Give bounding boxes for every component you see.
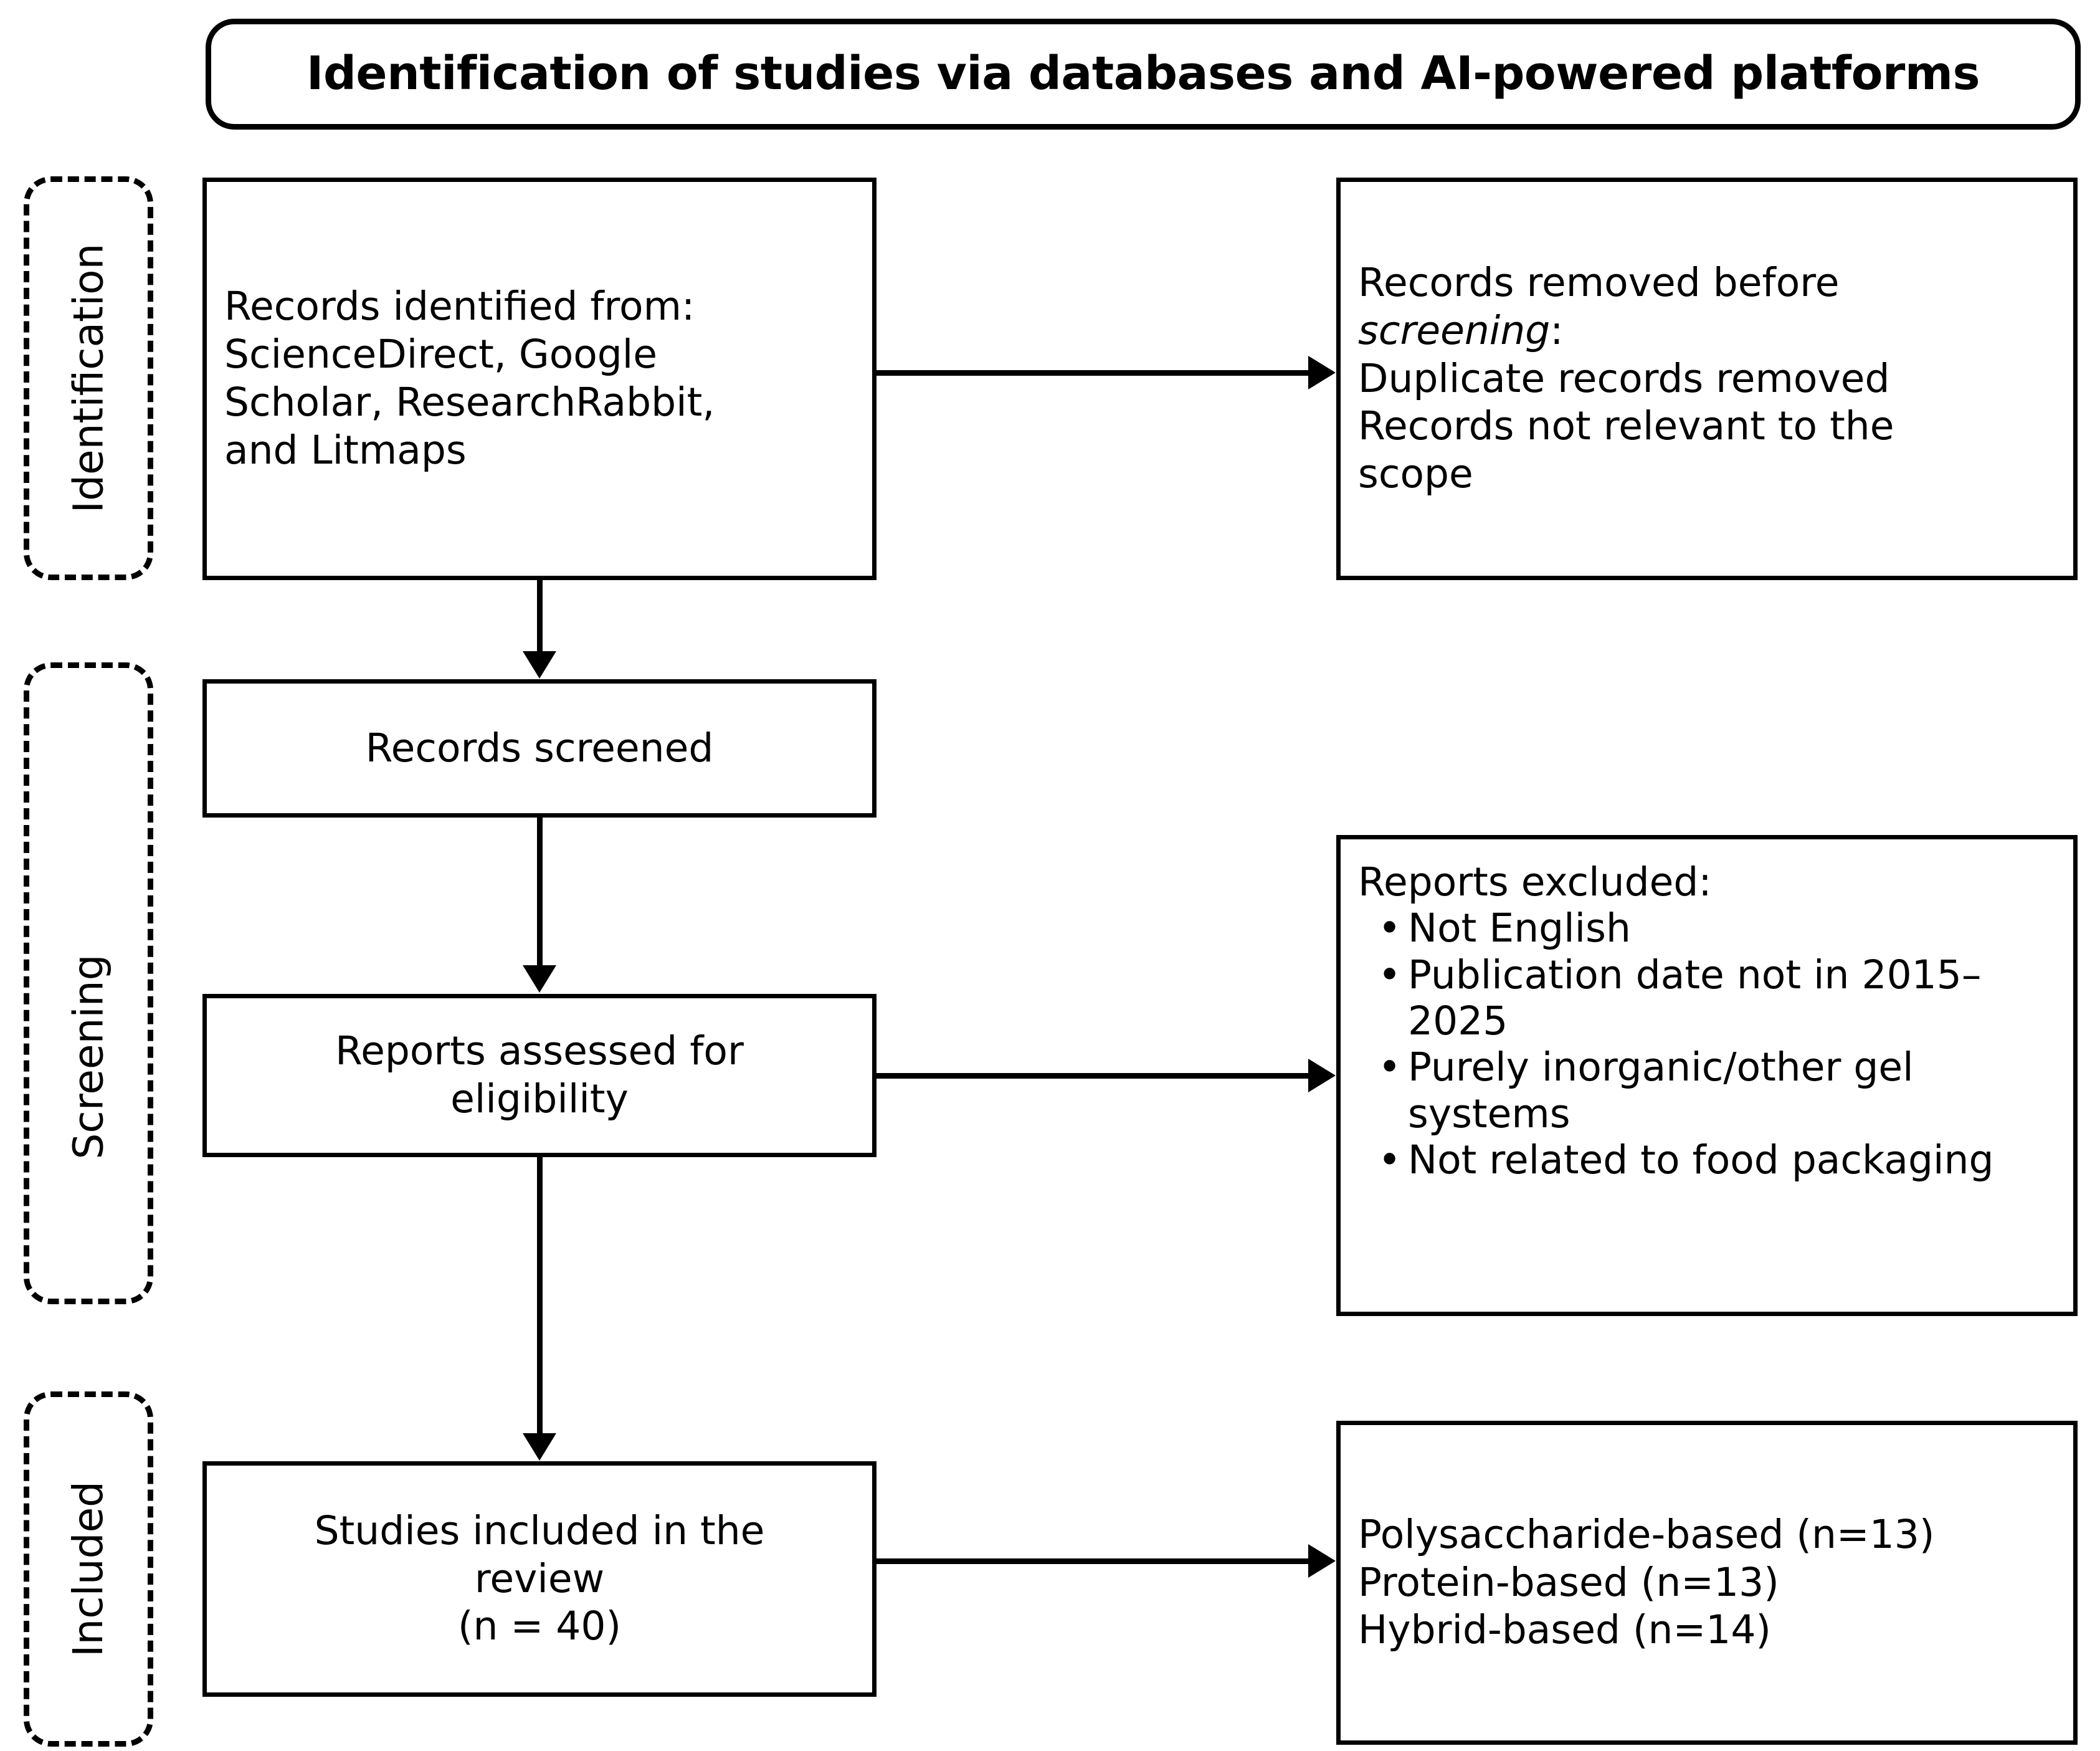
connector-identified-to-removed [874,370,1310,376]
phase-label-included: Included [24,1391,153,1747]
arrowhead-included-to-results [1308,1544,1336,1578]
diagram-header-banner: Identification of studies via databases … [206,19,2081,130]
list-item: •Not English [1378,905,2062,952]
box-studies-included-text: Studies included in the review (n = 40) [314,1507,765,1649]
bullet-icon: • [1378,952,1402,998]
connector-screened-to-eligibility [537,816,543,966]
bullet-icon: • [1378,1137,1402,1183]
phase-label-included-text: Included [64,1481,112,1658]
box-reports-assessed-text: Reports assessed for eligibility [335,1028,744,1122]
list-item-text: Purely inorganic/other gel systems [1408,1044,1914,1137]
connector-eligibility-to-included [537,1156,543,1434]
box-records-identified: Records identified from: ScienceDirect, … [202,178,877,580]
box-records-screened-text: Records screened [365,725,714,771]
phase-label-identification: Identification [24,176,153,580]
arrowhead-identified-to-screened [523,651,556,679]
records-removed-colon: : [1550,307,1564,353]
reports-excluded-heading: Reports excluded: [1358,859,1712,905]
list-item-text: Not related to food packaging [1408,1137,1994,1183]
records-removed-italic-screening: screening [1358,307,1551,353]
records-removed-line1: Records removed before [1358,259,1840,305]
box-included-results: Polysaccharide-based (n=13) Protein-base… [1336,1421,2078,1745]
phase-label-screening-text: Screening [64,954,112,1160]
list-item: •Not related to food packaging [1378,1137,2062,1183]
list-item: •Purely inorganic/other gel systems [1378,1044,2062,1137]
reports-excluded-stack: Reports excluded: •Not English •Publicat… [1341,839,2073,1183]
phase-label-identification-text: Identification [64,243,112,513]
list-item-text: Not English [1408,905,1631,952]
box-included-results-text: Polysaccharide-based (n=13) Protein-base… [1358,1511,1935,1653]
list-item-text: Publication date not in 2015–2025 [1408,952,1982,1044]
arrowhead-screened-to-eligibility [523,965,556,993]
bullet-icon: • [1378,1044,1402,1090]
list-item: •Publication date not in 2015–2025 [1378,952,2062,1045]
arrowhead-eligibility-to-excluded [1308,1059,1336,1092]
box-records-removed: Records removed before screening: Duplic… [1336,178,2078,580]
connector-identified-to-screened [537,579,543,652]
reports-excluded-list: •Not English •Publication date not in 20… [1341,905,2073,1183]
box-studies-included: Studies included in the review (n = 40) [202,1461,877,1697]
arrowhead-identified-to-removed [1308,356,1336,389]
records-removed-rest: Duplicate records removed Records not re… [1358,355,1894,497]
arrowhead-eligibility-to-included [523,1433,556,1461]
diagram-title: Identification of studies via databases … [306,47,1980,101]
bullet-icon: • [1378,905,1402,952]
phase-label-screening: Screening [24,662,153,1304]
box-records-identified-text: Records identified from: ScienceDirect, … [224,284,715,473]
box-records-screened: Records screened [202,679,877,818]
connector-eligibility-to-excluded [874,1073,1310,1079]
box-reports-assessed: Reports assessed for eligibility [202,994,877,1157]
box-records-removed-text: Records removed before screening: Duplic… [1341,259,2073,499]
box-reports-excluded: Reports excluded: •Not English •Publicat… [1336,835,2078,1316]
connector-included-to-results [874,1558,1310,1564]
